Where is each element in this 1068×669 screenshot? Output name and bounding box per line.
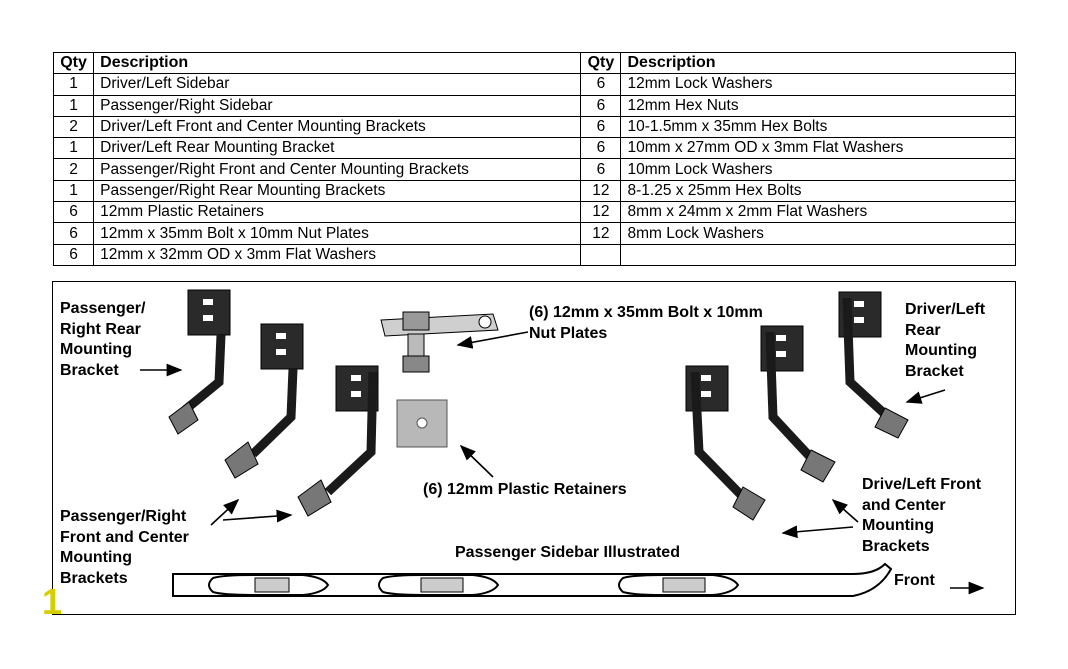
qty-cell: 6 — [580, 158, 622, 181]
description-cell: 12mm x 32mm OD x 3mm Flat Washers — [93, 243, 582, 266]
description-cell: Driver/Left Rear Mounting Bracket — [93, 137, 582, 160]
qty-cell: 1 — [52, 73, 95, 96]
description-header: Description — [620, 51, 1016, 75]
label-plastic-retainers: (6) 12mm Plastic Retainers — [423, 481, 627, 498]
description-header: Description — [93, 51, 582, 75]
driver-center-bracket — [760, 325, 836, 483]
description-cell: 8mm Lock Washers — [620, 222, 1016, 245]
description-cell: 12mm Hex Nuts — [620, 94, 1016, 117]
label-passenger-front-center-brackets: Passenger/Right Front and Center Mountin… — [60, 508, 189, 587]
qty-header: Qty — [580, 51, 622, 75]
qty-cell: 6 — [580, 73, 622, 96]
label-nut-plates: (6) 12mm x 35mm Bolt x 10mm Nut Plates — [529, 304, 763, 342]
description-cell: Passenger/Right Sidebar — [93, 94, 582, 117]
label-driver-rear-bracket: Driver/Left Rear Mounting Bracket — [905, 301, 986, 380]
qty-cell: 12 — [580, 201, 622, 224]
qty-cell: 1 — [52, 137, 95, 160]
description-cell: 8mm x 24mm x 2mm Flat Washers — [620, 201, 1016, 224]
description-cell: Passenger/Right Front and Center Mountin… — [93, 158, 582, 181]
label-front-direction: Front — [894, 572, 935, 589]
description-cell: 10mm Lock Washers — [620, 158, 1016, 181]
passenger-front-bracket — [297, 365, 379, 517]
qty-cell: 1 — [52, 179, 95, 203]
label-driver-front-center-brackets: Drive/Left Front and Center Mounting Bra… — [862, 476, 982, 555]
description-cell: 10mm x 27mm OD x 3mm Flat Washers — [620, 137, 1016, 160]
qty-cell: 6 — [580, 137, 622, 160]
description-cell: 12mm Plastic Retainers — [93, 201, 582, 224]
description-cell: Driver/Left Front and Center Mounting Br… — [93, 115, 582, 139]
description-cell — [620, 243, 1016, 266]
description-cell: 12mm x 35mm Bolt x 10mm Nut Plates — [93, 222, 582, 245]
qty-cell — [580, 243, 622, 266]
nut-plate-bolt — [380, 311, 499, 373]
passenger-rear-bracket — [168, 289, 231, 435]
passenger-sidebar — [172, 562, 893, 597]
table-header-row: Qty Description Qty Description — [52, 51, 1016, 75]
qty-cell: 2 — [52, 115, 95, 139]
description-cell: Passenger/Right Rear Mounting Brackets — [93, 179, 582, 203]
label-passenger-sidebar: Passenger Sidebar Illustrated — [455, 544, 680, 561]
qty-cell: 1 — [52, 94, 95, 117]
description-cell: 12mm Lock Washers — [620, 73, 1016, 96]
passenger-center-bracket — [224, 323, 304, 479]
plastic-retainer — [396, 399, 448, 448]
qty-cell: 6 — [52, 222, 95, 245]
qty-cell: 2 — [52, 158, 95, 181]
diagram-artwork — [140, 289, 985, 597]
label-passenger-rear-bracket: Passenger/ Right Rear Mounting Bracket — [60, 300, 146, 379]
corner-mark: 1 — [42, 581, 63, 622]
qty-cell: 6 — [580, 94, 622, 117]
description-cell: Driver/Left Sidebar — [93, 73, 582, 96]
qty-cell: 12 — [580, 222, 622, 245]
driver-rear-bracket — [838, 291, 909, 439]
qty-cell: 12 — [580, 179, 622, 203]
parts-diagram: Passenger/ Right Rear Mounting Bracket (… — [52, 281, 1016, 615]
qty-cell: 6 — [52, 201, 95, 224]
qty-cell: 6 — [580, 115, 622, 139]
qty-header: Qty — [52, 51, 95, 75]
qty-cell: 6 — [52, 243, 95, 266]
description-cell: 10-1.5mm x 35mm Hex Bolts — [620, 115, 1016, 139]
driver-front-bracket — [685, 365, 766, 521]
callout-arrows — [140, 331, 985, 595]
description-cell: 8-1.25 x 25mm Hex Bolts — [620, 179, 1016, 203]
